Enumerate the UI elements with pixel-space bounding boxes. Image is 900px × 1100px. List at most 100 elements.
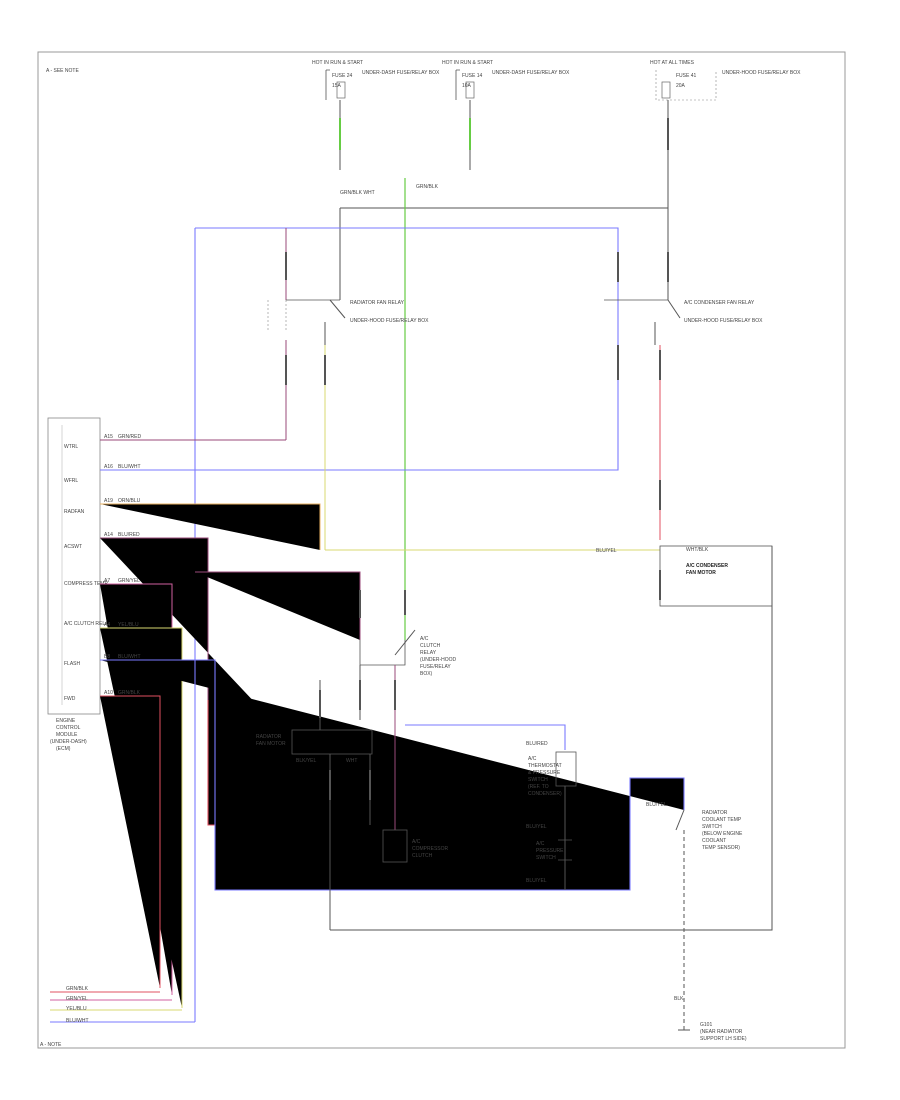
svg-text:(UNDER-HOOD: (UNDER-HOOD bbox=[420, 657, 456, 663]
svg-text:BLU/YEL: BLU/YEL bbox=[526, 824, 547, 830]
ac-clutch-relay: A/C CLUTCH RELAY (UNDER-HOOD FUSE/RELAY … bbox=[359, 629, 456, 830]
svg-text:A/C: A/C bbox=[412, 839, 421, 845]
svg-text:FUSE 41: FUSE 41 bbox=[676, 73, 697, 79]
svg-text:BLU/RED: BLU/RED bbox=[118, 532, 140, 538]
ecm-pin-3: RADFAN bbox=[64, 509, 85, 515]
svg-text:(BELOW ENGINE: (BELOW ENGINE bbox=[702, 831, 743, 837]
ecm-pin-5: COMPRESS TEMP bbox=[64, 581, 108, 587]
ecm-pin-8: FWD bbox=[64, 696, 76, 702]
svg-text:GRN/BLK: GRN/BLK bbox=[118, 690, 141, 696]
svg-text:RADIATOR: RADIATOR bbox=[702, 810, 728, 816]
svg-text:(UNDER-DASH): (UNDER-DASH) bbox=[50, 739, 87, 745]
junction-label-left: GRN/BLK WHT bbox=[340, 190, 375, 196]
svg-text:PRESSURE: PRESSURE bbox=[536, 848, 564, 854]
ecm-pin-6: A/C CLUTCH RELAY bbox=[64, 621, 112, 627]
svg-text:UNDER-DASH FUSE/RELAY BOX: UNDER-DASH FUSE/RELAY BOX bbox=[492, 70, 570, 76]
svg-text:FUSE/RELAY: FUSE/RELAY bbox=[420, 664, 451, 670]
svg-text:A14: A14 bbox=[104, 532, 113, 538]
svg-text:CONTROL: CONTROL bbox=[56, 725, 81, 731]
ecm-pin-1: WTRL bbox=[64, 444, 78, 450]
svg-text:(REF. TO: (REF. TO bbox=[528, 784, 549, 790]
svg-text:SWITCH: SWITCH bbox=[536, 855, 556, 861]
svg-text:FAN MOTOR: FAN MOTOR bbox=[256, 741, 286, 747]
ecm-pin-2: WFRL bbox=[64, 478, 78, 484]
fuse-icon bbox=[661, 81, 671, 99]
svg-text:TEMP SENSOR): TEMP SENSOR) bbox=[702, 845, 740, 851]
svg-text:BLU/RED: BLU/RED bbox=[526, 741, 548, 747]
svg-text:RADIATOR: RADIATOR bbox=[256, 734, 282, 740]
svg-text:UNDER-HOOD FUSE/RELAY BOX: UNDER-HOOD FUSE/RELAY BOX bbox=[350, 318, 429, 324]
svg-text:BLU/WHT: BLU/WHT bbox=[118, 464, 141, 470]
svg-text:A/C CONDENSER FAN RELAY: A/C CONDENSER FAN RELAY bbox=[684, 300, 755, 306]
svg-text:G101: G101 bbox=[700, 1022, 712, 1028]
footer-note: A - NOTE bbox=[40, 1042, 62, 1048]
svg-text:A16: A16 bbox=[104, 464, 113, 470]
svg-text:A7: A7 bbox=[104, 578, 110, 584]
svg-text:COOLANT TEMP: COOLANT TEMP bbox=[702, 817, 742, 823]
svg-text:BLU/YEL: BLU/YEL bbox=[596, 548, 617, 554]
svg-text:COMPRESSOR: COMPRESSOR bbox=[412, 846, 449, 852]
ground-g101: BLK G101 (NEAR RADIATOR SUPPORT LH SIDE) bbox=[674, 996, 747, 1042]
svg-text:FAN MOTOR: FAN MOTOR bbox=[686, 570, 716, 576]
svg-text:GRN/BLK: GRN/BLK bbox=[66, 986, 89, 992]
coolant-temp-switch: BLU/YEL RADIATOR COOLANT TEMP SWITCH (BE… bbox=[646, 802, 743, 1030]
svg-text:A/C: A/C bbox=[536, 841, 545, 847]
svg-text:A/C: A/C bbox=[528, 756, 537, 762]
svg-text:A19: A19 bbox=[104, 498, 113, 504]
svg-text:ORN/BLU: ORN/BLU bbox=[118, 498, 141, 504]
svg-text:GRN/YEL: GRN/YEL bbox=[118, 578, 140, 584]
svg-text:SWITCH: SWITCH bbox=[528, 777, 548, 783]
svg-text:& PRESSURE: & PRESSURE bbox=[528, 770, 561, 776]
condenser-fan-motor: A/C CONDENSER FAN MOTOR BLU/YEL WHT/BLK bbox=[330, 545, 773, 931]
svg-text:FUSE 14: FUSE 14 bbox=[462, 73, 483, 79]
svg-text:COOLANT: COOLANT bbox=[702, 838, 726, 844]
svg-text:HOT IN RUN & START: HOT IN RUN & START bbox=[442, 60, 493, 66]
svg-text:BLU/WHT: BLU/WHT bbox=[66, 1018, 89, 1024]
svg-text:SUPPORT LH SIDE): SUPPORT LH SIDE) bbox=[700, 1036, 747, 1042]
power-source-2: HOT IN RUN & START FUSE 14 10A UNDER-DAS… bbox=[442, 60, 570, 100]
svg-text:BLK: BLK bbox=[674, 996, 684, 1002]
svg-text:A15: A15 bbox=[104, 434, 113, 440]
svg-text:BLK/YEL: BLK/YEL bbox=[296, 758, 317, 764]
ac-compressor-clutch: A/C COMPRESSOR CLUTCH bbox=[382, 829, 449, 863]
svg-text:10A: 10A bbox=[462, 83, 472, 89]
power-source-3: HOT AT ALL TIMES FUSE 41 20A UNDER-HOOD … bbox=[650, 60, 801, 101]
svg-text:MODULE: MODULE bbox=[56, 732, 78, 738]
svg-text:UNDER-DASH FUSE/RELAY BOX: UNDER-DASH FUSE/RELAY BOX bbox=[362, 70, 440, 76]
svg-text:WHT: WHT bbox=[346, 758, 357, 764]
svg-text:BLU/YEL: BLU/YEL bbox=[526, 878, 547, 884]
svg-text:A4: A4 bbox=[104, 622, 110, 628]
condenser-fan-relay: A/C CONDENSER FAN RELAY UNDER-HOOD FUSE/… bbox=[604, 252, 763, 540]
svg-text:(NEAR RADIATOR: (NEAR RADIATOR bbox=[700, 1029, 743, 1035]
radiator-fan-relay: RADIATOR FAN RELAY UNDER-HOOD FUSE/RELAY… bbox=[267, 228, 429, 550]
ecm-connector: WTRL WFRL RADFAN ACSWT COMPRESS TEMP A/C… bbox=[47, 417, 112, 752]
svg-text:BOX): BOX) bbox=[420, 671, 433, 677]
radiator-fan-motor: RADIATOR FAN MOTOR BLK/YEL WHT bbox=[256, 680, 373, 930]
power-source-1: HOT IN RUN & START FUSE 24 15A UNDER-DAS… bbox=[312, 60, 440, 100]
svg-text:GRN/RED: GRN/RED bbox=[118, 434, 141, 440]
svg-text:CLUTCH: CLUTCH bbox=[420, 643, 441, 649]
svg-text:WHT/BLK: WHT/BLK bbox=[686, 547, 709, 553]
svg-text:B8: B8 bbox=[104, 654, 110, 660]
bottom-legend: GRN/BLK GRN/YEL YEL/BLU BLU/WHT bbox=[50, 986, 195, 1024]
svg-text:HOT IN RUN & START: HOT IN RUN & START bbox=[312, 60, 363, 66]
svg-text:UNDER-HOOD FUSE/RELAY BOX: UNDER-HOOD FUSE/RELAY BOX bbox=[722, 70, 801, 76]
svg-text:YEL/BLU: YEL/BLU bbox=[118, 622, 139, 628]
svg-text:(ECM): (ECM) bbox=[56, 746, 71, 752]
junction-label-right: GRN/BLK bbox=[416, 184, 439, 190]
ecm-pin-4: ACSWT bbox=[64, 544, 82, 550]
svg-text:RADIATOR FAN RELAY: RADIATOR FAN RELAY bbox=[350, 300, 405, 306]
svg-text:A/C CONDENSER: A/C CONDENSER bbox=[686, 563, 728, 569]
svg-text:RELAY: RELAY bbox=[420, 650, 437, 656]
svg-text:CONDENSER): CONDENSER) bbox=[528, 791, 562, 797]
svg-text:A10: A10 bbox=[104, 690, 113, 696]
ecm-pin-7: FLASH bbox=[64, 661, 81, 667]
wire-blue-loop-upper bbox=[195, 227, 619, 471]
svg-text:20A: 20A bbox=[676, 83, 686, 89]
svg-text:FUSE 24: FUSE 24 bbox=[332, 73, 353, 79]
svg-text:CLUTCH: CLUTCH bbox=[412, 853, 433, 859]
svg-text:A/C: A/C bbox=[420, 636, 429, 642]
ecm-wires: A15 GRN/RED A16 BLU/WHT A19 ORN/BLU A14 … bbox=[100, 434, 685, 1022]
diagram-frame bbox=[37, 51, 846, 1049]
header-note: A - SEE NOTE bbox=[46, 68, 79, 74]
